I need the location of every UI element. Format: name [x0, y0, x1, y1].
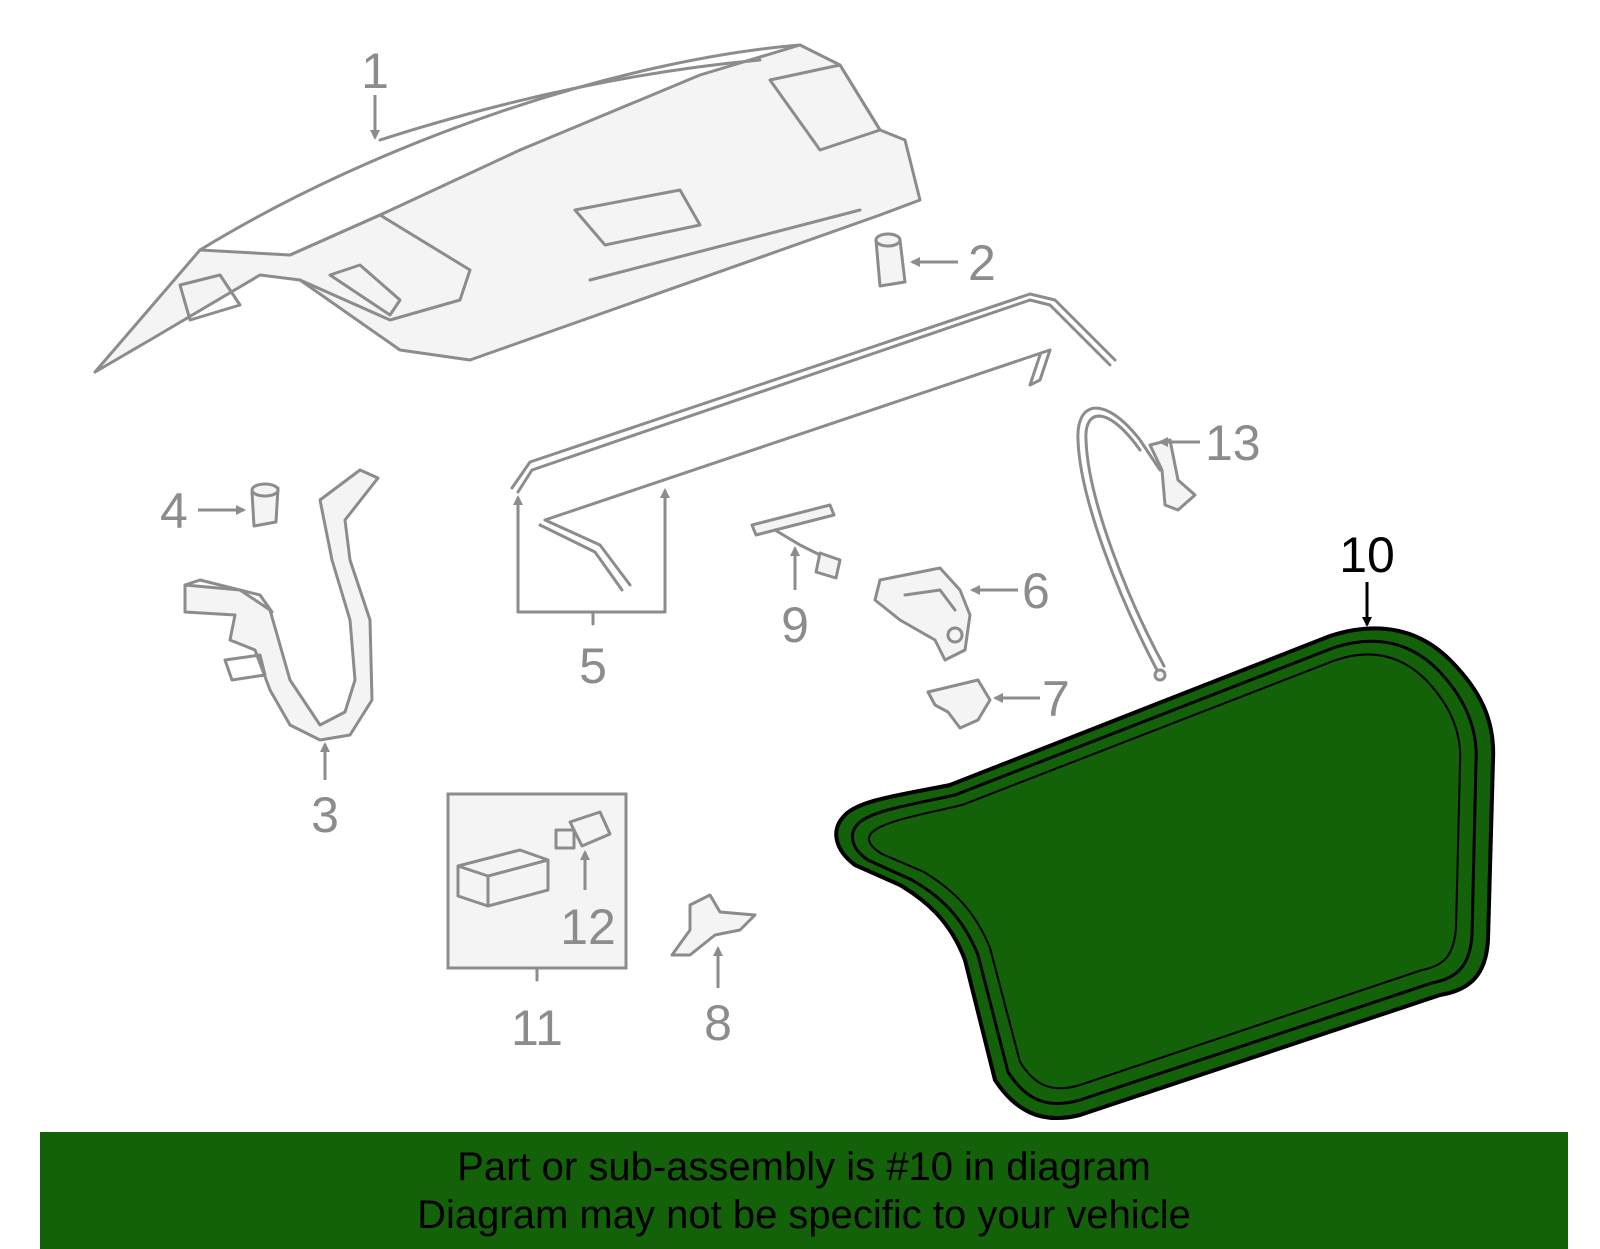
part-4-bumper — [250, 482, 280, 528]
callout-3: 3 — [311, 742, 339, 843]
svg-text:6: 6 — [1022, 563, 1050, 619]
callout-12: 12 — [560, 850, 616, 955]
callout-13: 13 — [1158, 415, 1261, 471]
part-1-trunk-lid — [93, 43, 922, 374]
svg-text:5: 5 — [579, 638, 607, 694]
svg-text:3: 3 — [311, 787, 339, 843]
part-11-kit — [446, 792, 628, 970]
part-8-striker — [670, 893, 757, 957]
callout-7: 7 — [993, 671, 1070, 727]
callout-11: 11 — [511, 966, 563, 1056]
svg-text:7: 7 — [1042, 671, 1070, 727]
info-banner: Part or sub-assembly is #10 in diagram D… — [40, 1132, 1568, 1249]
part-13-cable — [1076, 406, 1197, 682]
callout-5: 5 — [513, 488, 670, 694]
banner-line-2: Diagram may not be specific to your vehi… — [417, 1192, 1191, 1237]
banner-line-1: Part or sub-assembly is #10 in diagram — [457, 1144, 1151, 1189]
svg-text:2: 2 — [968, 235, 996, 291]
callout-1: 1 — [361, 43, 389, 140]
part-2-bumper — [874, 232, 907, 288]
callout-2: 2 — [910, 235, 996, 291]
svg-text:13: 13 — [1205, 415, 1261, 471]
svg-text:8: 8 — [704, 995, 732, 1051]
callout-6: 6 — [970, 563, 1050, 619]
callout-9: 9 — [781, 546, 809, 653]
part-7-bracket — [926, 678, 992, 730]
svg-text:10: 10 — [1339, 527, 1395, 583]
part-3-hinge — [183, 468, 380, 742]
callout-10: 10 — [1339, 527, 1395, 627]
callout-8: 8 — [704, 946, 732, 1051]
part-9-switch — [750, 503, 842, 580]
part-6-latch — [873, 566, 972, 662]
svg-text:4: 4 — [160, 483, 188, 539]
callout-4: 4 — [160, 483, 246, 539]
svg-text:9: 9 — [781, 597, 809, 653]
svg-text:1: 1 — [361, 43, 389, 99]
part-5-torsion-rods — [510, 292, 1117, 626]
weatherstrip-body — [834, 626, 1496, 1121]
part-10-weatherstrip — [834, 626, 1496, 1121]
svg-text:12: 12 — [560, 899, 616, 955]
svg-text:11: 11 — [511, 1000, 563, 1056]
